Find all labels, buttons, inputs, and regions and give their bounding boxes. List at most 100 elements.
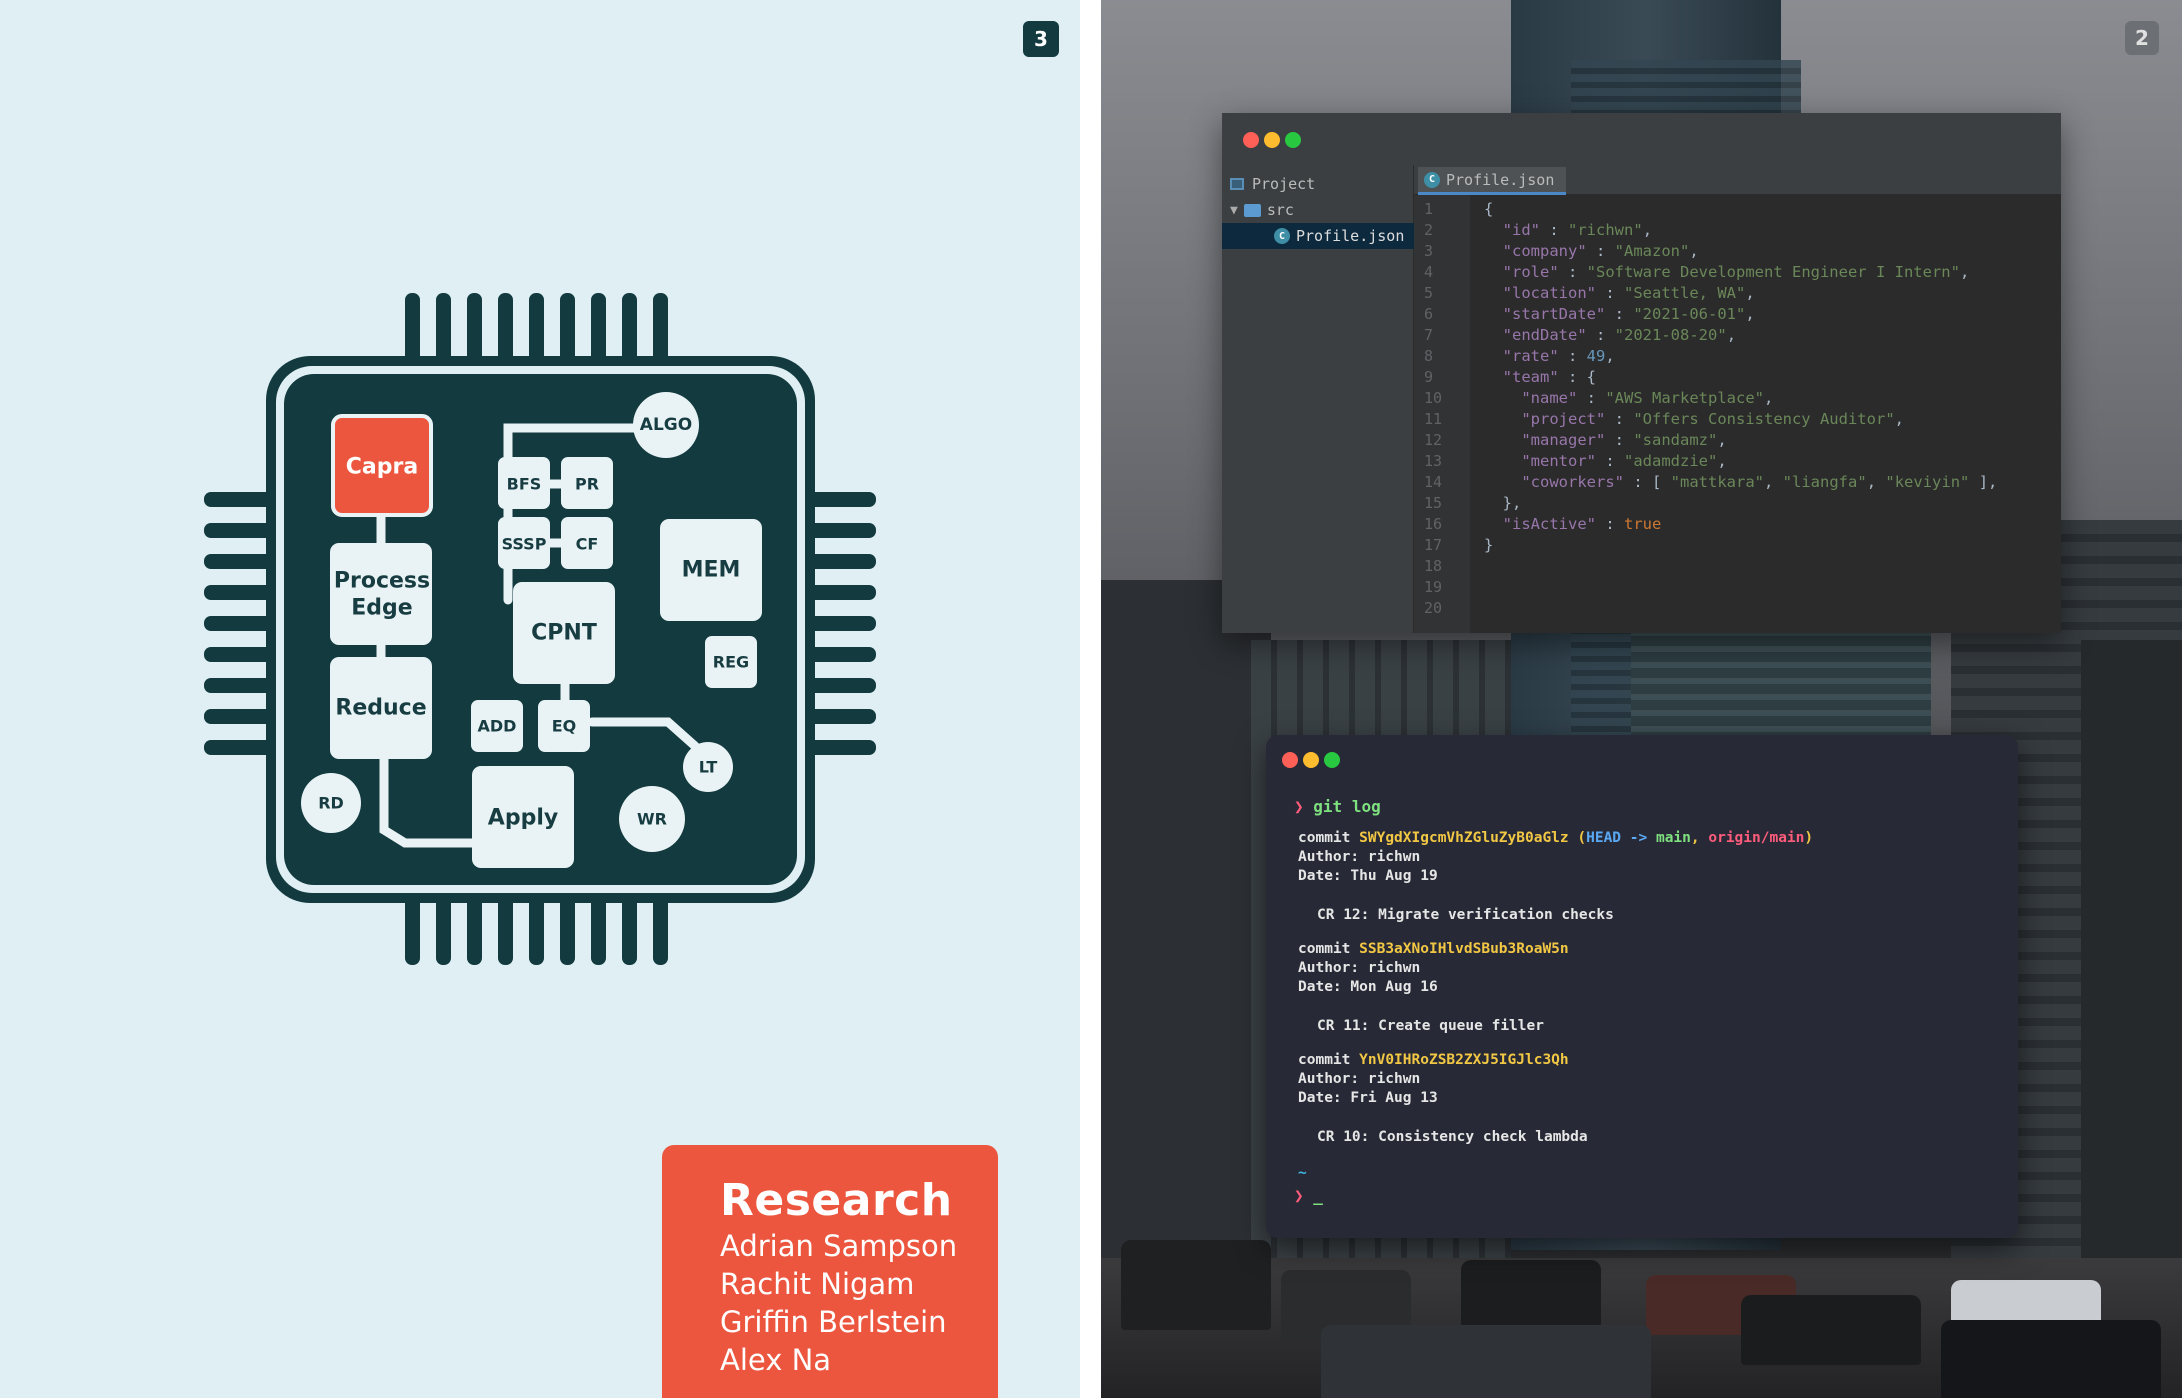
date-line: Date: Fri Aug 13	[1298, 1090, 1438, 1106]
folder-label: src	[1266, 201, 1294, 219]
eq-label: EQ	[552, 717, 577, 736]
command-text: git log	[1313, 797, 1381, 816]
car	[1121, 1240, 1271, 1330]
bfs-label: BFS	[507, 475, 542, 494]
terminal-cursor: _	[1313, 1186, 1323, 1205]
json-file-icon: C	[1424, 171, 1440, 188]
author-line: Griffin Berlstein	[720, 1305, 947, 1339]
rd-label: RD	[318, 794, 344, 813]
reduce-label: Reduce	[335, 696, 426, 721]
code-editor[interactable]: { "id" : "richwn", "company" : "Amazon",…	[1470, 195, 2061, 633]
json-value-is-active: true	[1624, 515, 1662, 533]
author-line: Rachit Nigam	[720, 1267, 915, 1301]
background-building	[1101, 580, 1271, 1280]
command-line: ❯ git log	[1294, 797, 1381, 816]
eq-block	[538, 700, 590, 752]
reg-block	[705, 636, 757, 688]
ref-arrow: ->	[1629, 830, 1648, 846]
json-value-coworker: mattkara	[1680, 473, 1755, 491]
lt-node	[683, 742, 733, 792]
cpnt-block	[513, 582, 615, 684]
line-number: 11	[1424, 410, 1443, 428]
commit-line: commit SWYgdXIgcmVhZGluZyB0aGlz (HEAD ->…	[1298, 830, 1814, 846]
author-line: Author: richwn	[1298, 960, 1421, 976]
prompt-symbol: ❯	[1294, 1186, 1304, 1205]
tilde-line: ~	[1298, 1165, 1307, 1181]
maximize-button[interactable]	[1285, 132, 1301, 148]
code-line: "company" : "Amazon",	[1502, 242, 1699, 260]
minimize-button[interactable]	[1303, 752, 1319, 768]
terminal-window[interactable]: ❯ git log commit SWYgdXIgcmVhZGluZyB0aGl…	[1266, 735, 2018, 1238]
project-icon	[1230, 178, 1244, 190]
line-number: 9	[1424, 368, 1434, 386]
tree-item-src[interactable]: ▼ src	[1222, 197, 1414, 223]
commit-hash: SWYgdXIgcmVhZGluZyB0aGlz	[1359, 830, 1569, 846]
branch-ref: main	[1655, 830, 1691, 846]
car	[1321, 1325, 1651, 1398]
car	[1941, 1320, 2161, 1398]
code-line: "project" : "Offers Consistency Auditor"…	[1521, 410, 1904, 428]
code-line: "endDate" : "2021-08-20",	[1502, 326, 1737, 344]
apply-block	[472, 766, 574, 868]
mem-label: MEM	[682, 558, 741, 583]
ide-window: Project ▼ src C Profile.json C Profile.j…	[1222, 113, 2061, 633]
commit-line: commit SSB3aXNoIHlvdSBub3RoaW5n	[1298, 941, 1569, 957]
cf-label: CF	[576, 535, 599, 554]
line-number: 19	[1424, 578, 1443, 596]
commit-word: commit	[1298, 830, 1351, 846]
reduce-block	[330, 657, 432, 759]
code-line: "team" : {	[1502, 368, 1596, 386]
close-button[interactable]	[1243, 132, 1259, 148]
sssp-block	[498, 517, 550, 569]
chip-pins	[204, 293, 876, 965]
pr-label: PR	[575, 475, 599, 494]
line-number-gutter: 1 2 3 4 5 6 7 8 9 10 11 12 13 14 15 16 1…	[1414, 195, 1470, 633]
line-number: 7	[1424, 326, 1434, 344]
line-number: 4	[1424, 263, 1434, 281]
date-line: Date: Mon Aug 16	[1298, 979, 1438, 995]
lt-label: LT	[699, 758, 718, 777]
rd-node	[301, 773, 361, 833]
line-number: 6	[1424, 305, 1434, 323]
project-sidebar: Project ▼ src C Profile.json	[1222, 165, 1414, 633]
minimize-button[interactable]	[1264, 132, 1280, 148]
capra-block	[331, 414, 433, 517]
close-button[interactable]	[1282, 752, 1298, 768]
cf-block	[561, 517, 613, 569]
json-value-id: richwn	[1577, 221, 1634, 239]
json-value-team-name: AWS Marketplace	[1614, 389, 1755, 407]
project-header[interactable]: Project	[1222, 171, 1414, 197]
line-number: 12	[1424, 431, 1443, 449]
author-line: Alex Na	[720, 1343, 832, 1377]
page-number-badge: 2	[2125, 21, 2159, 55]
json-value-start-date: 2021-06-01	[1642, 305, 1736, 323]
commit-line: commit YnV0IHRoZSB2ZXJ5IGJlc3Qh	[1298, 1052, 1569, 1068]
page-number-badge: 3	[1023, 21, 1059, 57]
wr-label: WR	[637, 810, 667, 829]
commit-message: CR 11: Create queue filler	[1317, 1018, 1544, 1034]
tree-item-profile-json[interactable]: C Profile.json	[1222, 223, 1414, 249]
capra-label: Capra	[346, 455, 418, 480]
algo-label: ALGO	[640, 415, 692, 435]
json-file-icon: C	[1274, 228, 1290, 244]
maximize-button[interactable]	[1324, 752, 1340, 768]
prompt-symbol: ❯	[1294, 797, 1304, 816]
algo-node	[633, 392, 699, 458]
line-number: 3	[1424, 242, 1434, 260]
commit-hash: SSB3aXNoIHlvdSBub3RoaW5n	[1359, 941, 1569, 957]
chip-illustration: Capra Process Edge Reduce Apply ALGO BFS…	[204, 293, 876, 965]
commit-message: CR 12: Migrate verification checks	[1317, 907, 1614, 923]
origin-ref: origin/main	[1708, 830, 1805, 846]
line-number: 14	[1424, 473, 1443, 491]
json-value-rate: 49	[1586, 347, 1606, 365]
json-value-manager: sandamz	[1642, 431, 1708, 449]
tab-label: Profile.json	[1446, 170, 1555, 189]
chevron-down-icon[interactable]: ▼	[1230, 202, 1238, 218]
input-line[interactable]: ❯ _	[1294, 1186, 1323, 1205]
code-line: "rate" : 49,	[1502, 347, 1615, 365]
line-number: 18	[1424, 557, 1443, 575]
project-label: Project	[1252, 175, 1316, 193]
code-line: }	[1484, 536, 1494, 554]
author-line: Adrian Sampson	[720, 1229, 958, 1263]
tab-profile-json[interactable]: C Profile.json	[1418, 167, 1567, 195]
